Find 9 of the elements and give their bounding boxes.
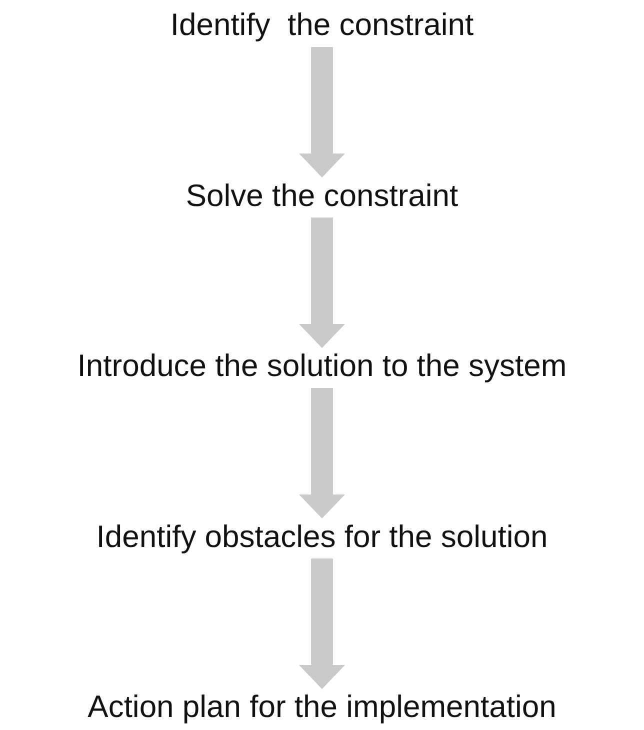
step-text: Introduce the solution to the system <box>77 347 567 385</box>
down-arrow <box>299 558 345 689</box>
down-arrow <box>299 218 345 348</box>
down-arrow <box>299 388 345 518</box>
step-text: Solve the constraint <box>186 176 458 214</box>
down-arrow <box>299 47 345 178</box>
step-text: Action plan for the implementation <box>88 688 556 726</box>
step-text: Identify the constraint <box>170 6 474 44</box>
step-text: Identify obstacles for the solution <box>96 518 548 556</box>
